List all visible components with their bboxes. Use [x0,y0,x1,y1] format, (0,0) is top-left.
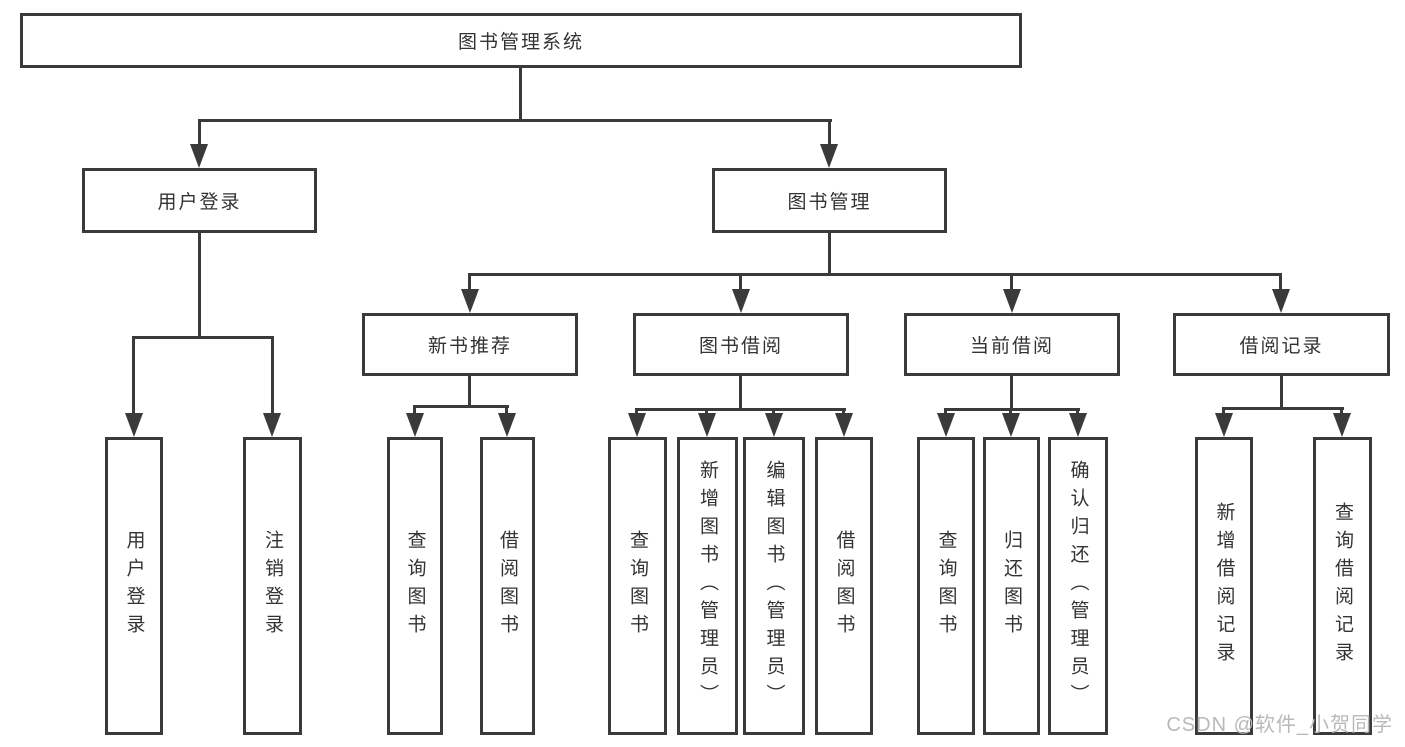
leaf-label: 归还图书 [1001,530,1022,642]
leaf-user-login: 用户登录 [105,437,163,735]
arrow-down-icon [498,413,516,437]
arrow-down-icon [125,413,143,437]
leaf-confirm-return-admin: 确认归还（管理员） [1048,437,1108,735]
arrow-down-icon [835,413,853,437]
arrow-down-icon [461,289,479,313]
node-label: 图书管理 [787,192,872,213]
connector-line [1010,376,1013,410]
node-book-management: 图书管理 [712,168,947,233]
leaf-label: 新增借阅记录 [1213,502,1235,670]
connector-line [132,336,135,415]
leaf-return-books: 归还图书 [983,437,1040,735]
connector-line [519,68,522,121]
arrow-down-icon [698,413,716,437]
leaf-label: 用户登录 [123,530,145,642]
arrow-down-icon [765,413,783,437]
leaf-label: 借阅图书 [833,530,855,642]
arrow-down-icon [628,413,646,437]
leaf-borrow-books-recommend: 借阅图书 [480,437,535,735]
connector-line [1010,273,1013,291]
connector-line [828,233,831,275]
node-label: 用户登录 [157,192,242,213]
arrow-down-icon [1272,289,1290,313]
node-borrowing-records: 借阅记录 [1173,313,1390,376]
leaf-add-books-admin: 新增图书（管理员） [677,437,738,735]
leaf-logout: 注销登录 [243,437,302,735]
arrow-down-icon [190,144,208,168]
connector-line [468,273,1282,276]
arrow-down-icon [263,413,281,437]
arrow-down-icon [1069,413,1087,437]
connector-line [705,408,708,415]
leaf-label: 查询图书 [404,530,426,642]
connector-line [772,408,775,415]
connector-line [1340,407,1343,415]
connector-line [1009,408,1012,415]
arrow-down-icon [732,289,750,313]
connector-line [505,405,508,415]
connector-line [636,408,846,411]
connector-line [468,376,471,407]
arrow-down-icon [1333,413,1351,437]
node-new-book-recommendation: 新书推荐 [362,313,578,376]
arrow-down-icon [1002,413,1020,437]
node-label: 图书管理系统 [457,32,584,53]
leaf-label: 查询图书 [935,530,957,642]
node-label: 借阅记录 [1239,336,1324,357]
connector-line [198,119,201,146]
leaf-add-borrow-record: 新增借阅记录 [1195,437,1253,735]
node-root-library-system: 图书管理系统 [20,13,1022,68]
connector-line [1076,408,1079,415]
connector-line [468,273,471,291]
arrow-down-icon [1003,289,1021,313]
connector-line [413,405,416,415]
connector-line [739,376,742,410]
connector-line [944,408,947,415]
node-current-borrowing: 当前借阅 [904,313,1120,376]
arrow-down-icon [820,144,838,168]
leaf-label: 编辑图书（管理员） [763,460,785,712]
connector-line [1280,375,1283,409]
node-label: 图书借阅 [698,336,783,357]
connector-line [739,273,742,291]
arrow-down-icon [1215,413,1233,437]
csdn-watermark: CSDN @软件_小贺同学 [1166,714,1393,736]
leaf-edit-books-admin: 编辑图书（管理员） [743,437,805,735]
leaf-label: 查询借阅记录 [1332,502,1353,670]
connector-line [944,408,1080,411]
leaf-query-books-borrowing: 查询图书 [608,437,667,735]
connector-line [271,336,274,415]
node-user-login: 用户登录 [82,168,317,233]
connector-line [635,408,638,415]
connector-line [1279,273,1282,291]
connector-line [198,233,201,338]
connector-line [842,408,845,415]
node-label: 当前借阅 [969,336,1054,357]
leaf-label: 查询图书 [627,530,648,642]
connector-line [132,336,273,339]
leaf-query-borrow-record: 查询借阅记录 [1313,437,1372,735]
leaf-query-books-recommend: 查询图书 [387,437,443,735]
connector-line [414,405,509,408]
leaf-label: 新增图书（管理员） [697,460,718,712]
leaf-query-books-current: 查询图书 [917,437,975,735]
connector-line [1222,407,1344,410]
connector-line [828,119,831,146]
leaf-borrow-books-borrowing: 借阅图书 [815,437,873,735]
node-label: 新书推荐 [427,336,512,357]
connector-line [198,119,832,122]
arrow-down-icon [937,413,955,437]
arrow-down-icon [406,413,424,437]
node-book-borrowing: 图书借阅 [633,313,849,376]
leaf-label: 注销登录 [262,530,283,642]
connector-line [1222,407,1225,415]
leaf-label: 确认归还（管理员） [1067,460,1089,712]
leaf-label: 借阅图书 [497,530,518,642]
